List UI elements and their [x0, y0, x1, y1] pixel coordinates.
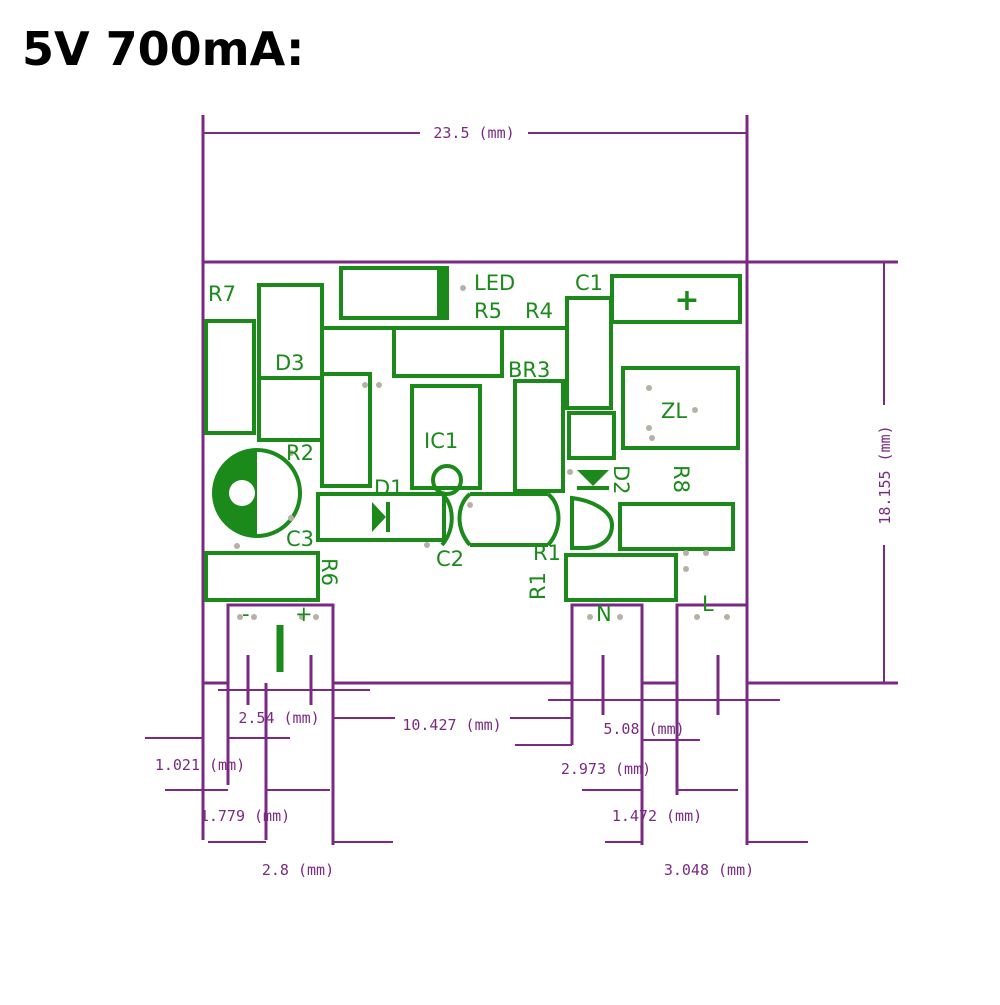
- d1-label: D1: [374, 476, 404, 500]
- pad-dot: [313, 614, 319, 620]
- r1-lower-footprint: [564, 553, 678, 602]
- br3-label: BR3: [508, 358, 550, 382]
- d1-diode-icon: [372, 502, 386, 532]
- ic1-label: IC1: [424, 429, 458, 453]
- l-label: L: [702, 592, 714, 616]
- br3-footprint: [513, 379, 565, 493]
- dim-3-048-label: 3.048 (mm): [664, 861, 754, 879]
- pad-dot: [692, 407, 698, 413]
- pad-dot: [694, 614, 700, 620]
- d3-footprint: [257, 283, 324, 442]
- pad-dot: [288, 450, 294, 456]
- c2-left-arc: [440, 492, 454, 547]
- pad-dot: [237, 614, 243, 620]
- pad-dot: [567, 469, 573, 475]
- led-cathode-mark: [437, 268, 447, 318]
- dim-2-8-label: 2.8 (mm): [262, 861, 334, 879]
- c2-right-arc: [457, 492, 472, 547]
- pad-dot: [424, 542, 430, 548]
- r6-footprint: [204, 551, 320, 602]
- c2-label: C2: [436, 547, 464, 571]
- r8-label: R8: [669, 465, 693, 493]
- pad-dot: [683, 550, 689, 556]
- r4-footprint: [565, 296, 613, 410]
- ic1-footprint: [410, 384, 482, 490]
- led-footprint: [339, 266, 449, 320]
- pad-dot: [683, 566, 689, 572]
- width-dimension-label: 23.5 (mm): [433, 124, 514, 142]
- c1-footprint: [610, 274, 742, 324]
- zl-label: ZL: [661, 399, 687, 423]
- pad-dot: [234, 543, 240, 549]
- output-minus-label: -: [242, 602, 250, 626]
- c1-label: C1: [575, 271, 603, 295]
- r7-label: R7: [208, 282, 236, 306]
- dim-2-973-label: 2.973 (mm): [561, 760, 651, 778]
- c3-label: C3: [286, 527, 314, 551]
- pad-dot: [724, 614, 730, 620]
- r2-footprint: [320, 372, 372, 488]
- pad-dot: [646, 425, 652, 431]
- board-outline: [201, 260, 749, 685]
- d2-diode-icon: [577, 470, 609, 486]
- r5-label: R5: [474, 299, 502, 323]
- r8-footprint: [618, 502, 735, 551]
- pad-dot: [467, 502, 473, 508]
- pad-dot: [617, 614, 623, 620]
- pad-dot: [646, 385, 652, 391]
- pad-dot: [288, 515, 294, 521]
- led-label: LED: [474, 271, 515, 295]
- pad-dot: [460, 285, 466, 291]
- zl-footprint: [621, 366, 740, 450]
- r4-label: R4: [525, 299, 553, 323]
- r5-footprint: [392, 326, 504, 378]
- dim-1-021-label: 1.021 (mm): [155, 756, 245, 774]
- dim-1-779-label: 1.779 (mm): [200, 807, 290, 825]
- pad-dots: [234, 285, 730, 620]
- r1-footprint: [470, 492, 548, 547]
- r1-label: R1: [533, 541, 561, 565]
- pad-dot: [649, 435, 655, 441]
- pad-dot: [703, 550, 709, 556]
- pad-dot: [362, 382, 368, 388]
- page-title: 5V 700mA:: [22, 22, 305, 76]
- pad-dot: [587, 614, 593, 620]
- d2-label: D2: [609, 465, 633, 495]
- n-label: N: [596, 602, 612, 626]
- dim-5-08-label: 5.08 (mm): [603, 720, 684, 738]
- ic1-via: [431, 464, 463, 496]
- d2-footprint: [567, 411, 616, 460]
- pad-dot: [299, 614, 305, 620]
- r1-lower-label: R1: [526, 572, 550, 600]
- r2-label: R2: [286, 441, 314, 465]
- c1-plus-label: +: [674, 283, 699, 318]
- pad-dot: [376, 382, 382, 388]
- r6-label: R6: [317, 558, 341, 586]
- d2-lower-pad: [570, 495, 615, 550]
- d1-footprint: [316, 492, 446, 542]
- dim-1-472-label: 1.472 (mm): [612, 807, 702, 825]
- pad-dot: [251, 614, 257, 620]
- dim-2-54-label: 2.54 (mm): [238, 709, 319, 727]
- dim-10-427-label: 10.427 (mm): [402, 716, 501, 734]
- d3-label: D3: [275, 351, 305, 375]
- height-dimension-label: 18.155 (mm): [876, 425, 894, 524]
- r1-right-arc: [546, 492, 561, 547]
- c3-hole: [229, 480, 255, 506]
- output-plus-label: +: [295, 602, 313, 626]
- r7-footprint: [204, 319, 256, 435]
